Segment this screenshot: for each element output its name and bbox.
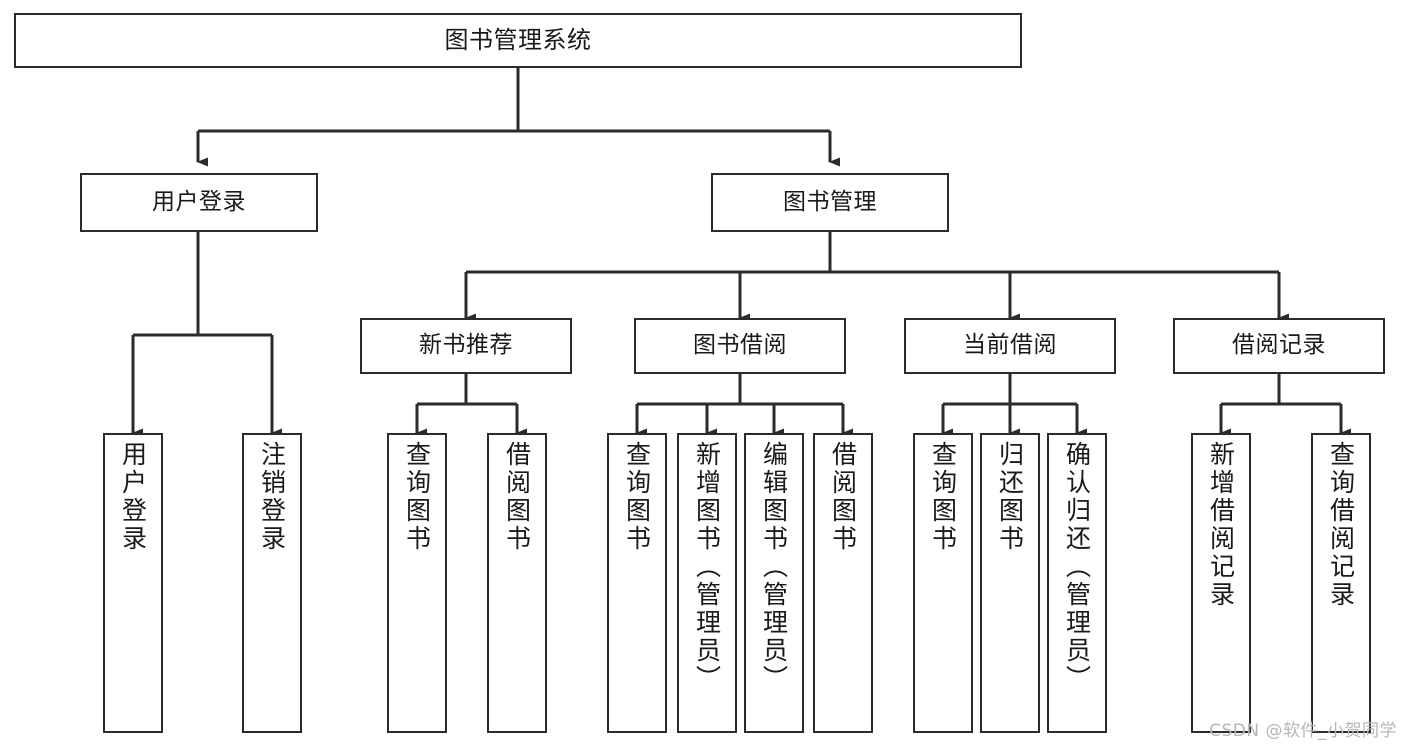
leaf-current-confirm-return-admin[interactable]: 确认归还（管理员） [1047, 433, 1107, 733]
node-label: 查询借阅记录 [1326, 441, 1356, 609]
node-label: 新增借阅记录 [1206, 441, 1236, 609]
node-label: 借阅图书 [502, 441, 532, 553]
watermark-text: CSDN @软件_小贺同学 [1209, 721, 1397, 741]
node-user-login[interactable]: 用户登录 [80, 173, 318, 232]
node-label: 编辑图书（管理员） [759, 441, 789, 693]
node-label: 查询图书 [928, 441, 958, 553]
node-label: 用户登录 [152, 188, 246, 215]
node-label: 借阅记录 [1232, 332, 1326, 359]
leaf-borrow-add-book-admin[interactable]: 新增图书（管理员） [677, 433, 737, 733]
node-label: 确认归还（管理员） [1062, 441, 1092, 693]
leaf-current-query-book[interactable]: 查询图书 [913, 433, 973, 733]
leaf-user-login-signout[interactable]: 注销登录 [242, 433, 302, 733]
node-new-book-recommend[interactable]: 新书推荐 [360, 318, 572, 374]
leaf-borrow-borrow-book[interactable]: 借阅图书 [813, 433, 873, 733]
node-label: 当前借阅 [963, 332, 1057, 359]
node-label: 查询图书 [402, 441, 432, 553]
node-label: 图书借阅 [693, 332, 787, 359]
leaf-record-query-record[interactable]: 查询借阅记录 [1311, 433, 1371, 733]
node-label: 图书管理 [783, 188, 877, 215]
leaf-current-return-book[interactable]: 归还图书 [980, 433, 1040, 733]
node-label: 借阅图书 [828, 441, 858, 553]
node-label: 用户登录 [118, 441, 148, 553]
leaf-recommend-query-book[interactable]: 查询图书 [387, 433, 447, 733]
leaf-user-login-signin[interactable]: 用户登录 [103, 433, 163, 733]
leaf-record-add-record[interactable]: 新增借阅记录 [1191, 433, 1251, 733]
node-label: 注销登录 [257, 441, 287, 553]
node-label: 新书推荐 [419, 332, 513, 359]
leaf-recommend-borrow-book[interactable]: 借阅图书 [487, 433, 547, 733]
node-label: 查询图书 [622, 441, 652, 553]
node-root-system[interactable]: 图书管理系统 [14, 13, 1022, 68]
leaf-borrow-edit-book-admin[interactable]: 编辑图书（管理员） [744, 433, 804, 733]
node-book-management[interactable]: 图书管理 [711, 173, 949, 232]
node-book-borrow[interactable]: 图书借阅 [634, 318, 846, 374]
node-label: 新增图书（管理员） [692, 441, 722, 693]
node-current-borrow[interactable]: 当前借阅 [904, 318, 1116, 374]
leaf-borrow-query-book[interactable]: 查询图书 [607, 433, 667, 733]
node-label: 归还图书 [995, 441, 1025, 553]
node-label: 图书管理系统 [444, 26, 592, 55]
node-borrow-record[interactable]: 借阅记录 [1173, 318, 1385, 374]
